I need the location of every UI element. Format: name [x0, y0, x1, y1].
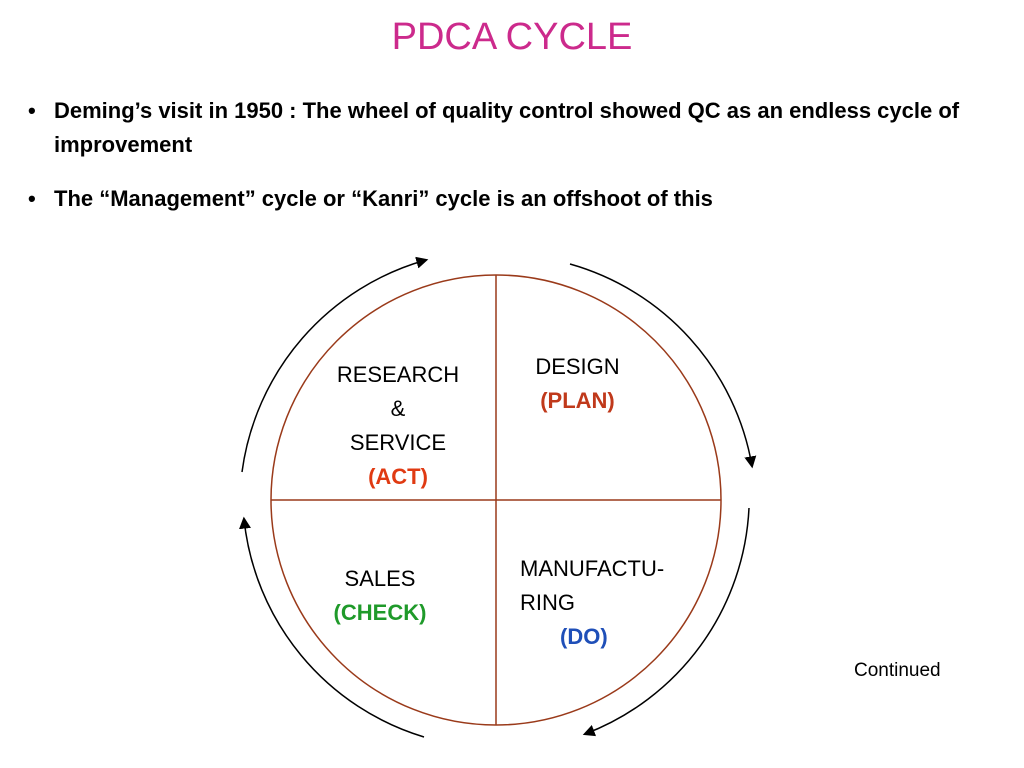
check-quadrant-label: SALES (CHECK) [300, 562, 460, 630]
bullet-dot-icon: • [28, 186, 36, 211]
bullet-list: • Deming’s visit in 1950 : The wheel of … [28, 94, 1013, 236]
act-name-line1: RESEARCH [336, 362, 460, 387]
act-name-line2: & [390, 396, 406, 421]
plan-phase-label: (PLAN) [540, 388, 615, 413]
act-phase-label: (ACT) [368, 464, 428, 489]
check-phase-label: (CHECK) [333, 600, 427, 625]
arrow-check-to-act-icon [239, 516, 425, 738]
plan-name: DESIGN [535, 354, 620, 379]
do-name-line2: RING [520, 590, 575, 615]
bullet-text: The “Management” cycle or “Kanri” cycle … [54, 186, 713, 211]
bullet-text: Deming’s visit in 1950 : The wheel of qu… [54, 98, 960, 157]
page-title: PDCA CYCLE [391, 16, 633, 58]
bullet-dot-icon: • [28, 98, 36, 123]
act-quadrant-label: RESEARCH & SERVICE (ACT) [300, 358, 496, 494]
bullet-item: • The “Management” cycle or “Kanri” cycl… [28, 182, 1013, 216]
do-quadrant-label: MANUFACTU- RING (DO) [520, 552, 720, 654]
arrow-do-to-check-icon [582, 507, 750, 737]
continued-label: Continued [854, 660, 941, 681]
act-name-line3: SERVICE [349, 430, 447, 455]
arrow-act-to-plan-icon [241, 256, 429, 473]
do-name-line1: MANUFACTU- [520, 556, 665, 581]
check-name: SALES [344, 566, 416, 591]
do-phase-label: (DO) [560, 624, 608, 649]
bullet-item: • Deming’s visit in 1950 : The wheel of … [28, 94, 1013, 162]
arrow-plan-to-do-icon [569, 263, 757, 469]
plan-quadrant-label: DESIGN (PLAN) [505, 350, 650, 418]
